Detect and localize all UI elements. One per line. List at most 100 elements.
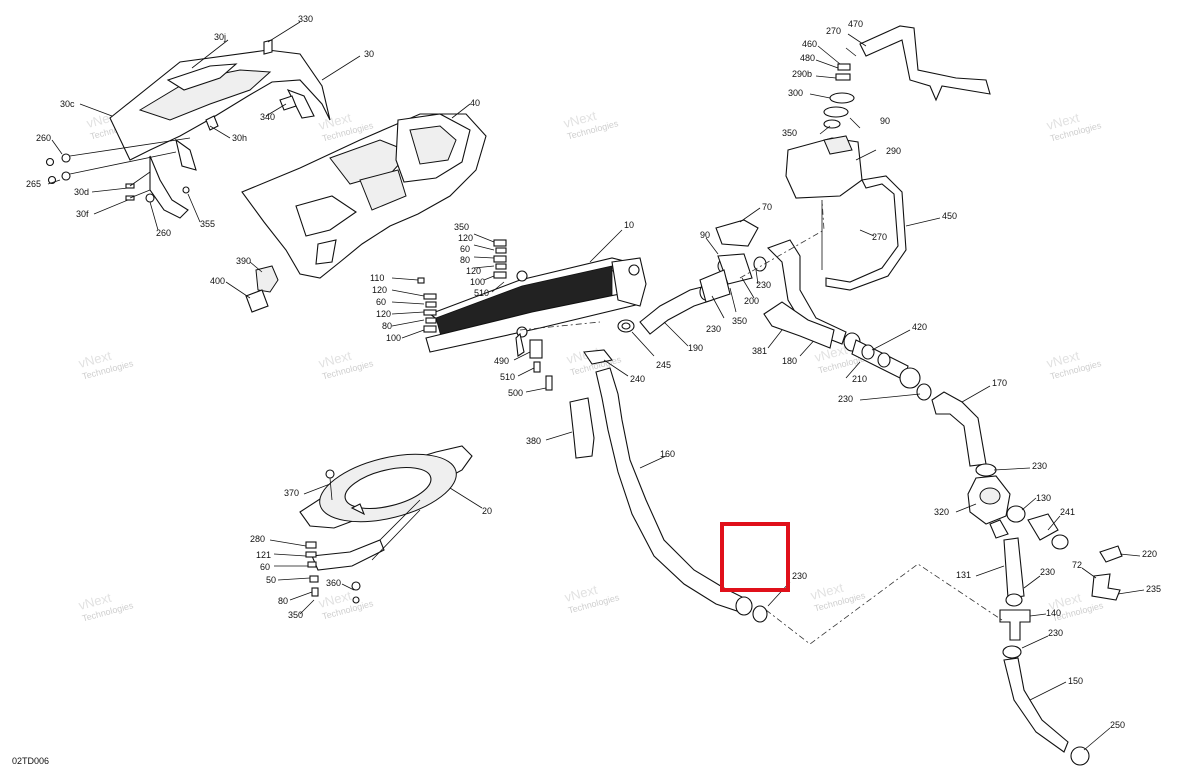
callout-label: 10 bbox=[624, 220, 634, 230]
callout-label: 200 bbox=[744, 296, 759, 306]
callout-label: 30f bbox=[76, 209, 89, 219]
callout-label: 230 bbox=[756, 280, 771, 290]
bracket-220 bbox=[1091, 545, 1123, 601]
callout-label: 350 bbox=[288, 610, 303, 620]
hose-131 bbox=[1003, 537, 1025, 607]
clip-390 bbox=[255, 265, 279, 293]
callout-label: 170 bbox=[992, 378, 1007, 388]
callout-label: 320 bbox=[934, 507, 949, 517]
callout-label: 120 bbox=[458, 233, 473, 243]
callout-label: 230 bbox=[838, 394, 853, 404]
rear-body-panel bbox=[241, 113, 487, 279]
clamp-230 bbox=[752, 605, 768, 623]
callout-label: 260 bbox=[36, 133, 51, 143]
callout-label: 100 bbox=[386, 333, 401, 343]
hose-190 bbox=[639, 283, 713, 335]
callout-label: 60 bbox=[260, 562, 270, 572]
callout-label: 270 bbox=[872, 232, 887, 242]
cap-stack bbox=[823, 63, 855, 129]
highlight-box bbox=[720, 522, 790, 592]
callout-label: 235 bbox=[1146, 584, 1161, 594]
callout-label: 230 bbox=[1048, 628, 1063, 638]
callout-label: 30d bbox=[74, 187, 89, 197]
callout-label: 480 bbox=[800, 53, 815, 63]
callout-label: 150 bbox=[1068, 676, 1083, 686]
mount-stack-lower bbox=[529, 339, 553, 391]
diagram-code: 02TD006 bbox=[12, 756, 49, 766]
hose-381 bbox=[763, 301, 835, 349]
fan-bracket bbox=[305, 499, 421, 604]
hose-160 bbox=[595, 367, 753, 616]
water-pump-320 bbox=[967, 463, 1011, 539]
callout-label: 121 bbox=[256, 550, 271, 560]
callout-label: 290b bbox=[792, 69, 812, 79]
callout-label: 140 bbox=[1046, 608, 1061, 618]
callout-label: 380 bbox=[526, 436, 541, 446]
callout-label: 340 bbox=[260, 112, 275, 122]
callout-label: 90 bbox=[880, 116, 890, 126]
callout-labels: 30j 330 30 30c 30h 340 260 265 30d 30f 2… bbox=[12, 14, 1161, 766]
callout-label: 230 bbox=[792, 571, 807, 581]
callout-label: 120 bbox=[372, 285, 387, 295]
callout-label: 160 bbox=[660, 449, 675, 459]
callout-label: 20 bbox=[482, 506, 492, 516]
callout-label: 490 bbox=[494, 356, 509, 366]
thermostat-housing-200 bbox=[699, 219, 759, 303]
clip-400 bbox=[245, 289, 269, 313]
callout-label: 220 bbox=[1142, 549, 1157, 559]
callout-label: 265 bbox=[26, 179, 41, 189]
clamp-245 bbox=[617, 319, 635, 333]
callout-label: 500 bbox=[508, 388, 523, 398]
callout-label: 330 bbox=[298, 14, 313, 24]
callout-label: 270 bbox=[826, 26, 841, 36]
callout-label: 80 bbox=[382, 321, 392, 331]
overflow-line-470 bbox=[859, 25, 991, 102]
callout-label: 250 bbox=[1110, 720, 1125, 730]
fan-shroud bbox=[299, 445, 473, 529]
callout-label: 50 bbox=[266, 575, 276, 585]
callout-label: 290 bbox=[886, 146, 901, 156]
callout-label: 350 bbox=[782, 128, 797, 138]
callout-label: 381 bbox=[752, 346, 767, 356]
callout-label: 355 bbox=[200, 219, 215, 229]
callout-label: 80 bbox=[278, 596, 288, 606]
mount-stack-upper bbox=[493, 239, 507, 279]
hose-130 bbox=[1006, 505, 1069, 550]
callout-label: 510 bbox=[500, 372, 515, 382]
callout-label: 400 bbox=[210, 276, 225, 286]
hose-150 bbox=[1002, 645, 1090, 766]
callout-label: 131 bbox=[956, 570, 971, 580]
callout-label: 120 bbox=[466, 266, 481, 276]
callout-label: 420 bbox=[912, 322, 927, 332]
callout-label: 350 bbox=[732, 316, 747, 326]
callout-label: 60 bbox=[460, 244, 470, 254]
callout-label: 40 bbox=[470, 98, 480, 108]
callout-label: 241 bbox=[1060, 507, 1075, 517]
mount-stack-left bbox=[417, 277, 437, 333]
fitting-420 bbox=[843, 332, 932, 401]
callout-label: 210 bbox=[852, 374, 867, 384]
hose-380 bbox=[569, 397, 595, 459]
callout-label: 180 bbox=[782, 356, 797, 366]
callout-label: 280 bbox=[250, 534, 265, 544]
callout-label: 60 bbox=[376, 297, 386, 307]
callout-label: 30c bbox=[60, 99, 75, 109]
callout-label: 30h bbox=[232, 133, 247, 143]
callout-label: 30 bbox=[364, 49, 374, 59]
callout-label: 130 bbox=[1036, 493, 1051, 503]
callout-label: 230 bbox=[706, 324, 721, 334]
callout-label: 72 bbox=[1072, 560, 1082, 570]
front-bracket-assembly bbox=[45, 39, 331, 219]
callout-label: 80 bbox=[460, 255, 470, 265]
callout-label: 460 bbox=[802, 39, 817, 49]
callout-label: 245 bbox=[656, 360, 671, 370]
callout-label: 230 bbox=[1040, 567, 1055, 577]
callout-leaders-tl bbox=[47, 21, 361, 231]
callout-label: 470 bbox=[848, 19, 863, 29]
clamp-230a bbox=[753, 256, 767, 272]
tee-140 bbox=[999, 609, 1031, 641]
callout-label: 190 bbox=[688, 343, 703, 353]
callout-label: 350 bbox=[454, 222, 469, 232]
callout-label: 260 bbox=[156, 228, 171, 238]
